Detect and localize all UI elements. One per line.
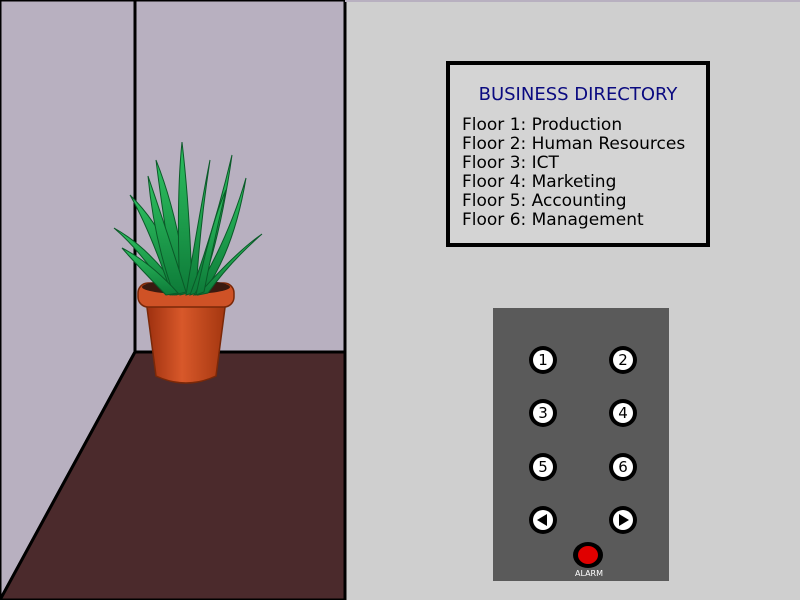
floor-button-4-label: 4 bbox=[613, 403, 633, 423]
floor-button-2[interactable]: 2 bbox=[609, 346, 637, 374]
directory-floor-4: Floor 4: Marketing bbox=[462, 172, 617, 192]
business-directory-sign: BUSINESS DIRECTORY Floor 1: Production F… bbox=[446, 61, 710, 247]
floor-button-1[interactable]: 1 bbox=[529, 346, 557, 374]
floor-button-1-label: 1 bbox=[533, 350, 553, 370]
plant-leaves bbox=[113, 141, 263, 296]
next-button[interactable] bbox=[609, 506, 637, 534]
triangle-right-icon bbox=[613, 510, 633, 530]
directory-floor-3: Floor 3: ICT bbox=[462, 153, 559, 173]
floor-button-3[interactable]: 3 bbox=[529, 399, 557, 427]
potted-plant bbox=[113, 141, 263, 384]
alarm-light bbox=[578, 546, 598, 564]
floor-button-5-label: 5 bbox=[533, 457, 553, 477]
directory-floor-2: Floor 2: Human Resources bbox=[462, 134, 686, 154]
directory-floor-1: Floor 1: Production bbox=[462, 115, 623, 135]
elevator-button-panel: 1 2 3 4 5 6 bbox=[493, 308, 669, 581]
floor-button-3-label: 3 bbox=[533, 403, 553, 423]
floor-button-5[interactable]: 5 bbox=[529, 453, 557, 481]
alarm-label: ALARM bbox=[574, 569, 604, 578]
floor-button-6-label: 6 bbox=[613, 457, 633, 477]
plant-pot bbox=[145, 299, 227, 384]
alarm-button[interactable] bbox=[573, 542, 603, 568]
floor-button-6[interactable]: 6 bbox=[609, 453, 637, 481]
directory-title: BUSINESS DIRECTORY bbox=[478, 84, 678, 105]
previous-button[interactable] bbox=[529, 506, 557, 534]
floor-button-2-label: 2 bbox=[613, 350, 633, 370]
directory-floor-5: Floor 5: Accounting bbox=[462, 191, 627, 211]
room-floor bbox=[0, 350, 347, 600]
directory-floor-list: Floor 1: Production Floor 2: Human Resou… bbox=[462, 116, 685, 230]
triangle-left-icon bbox=[533, 510, 553, 530]
floor-button-4[interactable]: 4 bbox=[609, 399, 637, 427]
directory-floor-6: Floor 6: Management bbox=[462, 210, 644, 230]
